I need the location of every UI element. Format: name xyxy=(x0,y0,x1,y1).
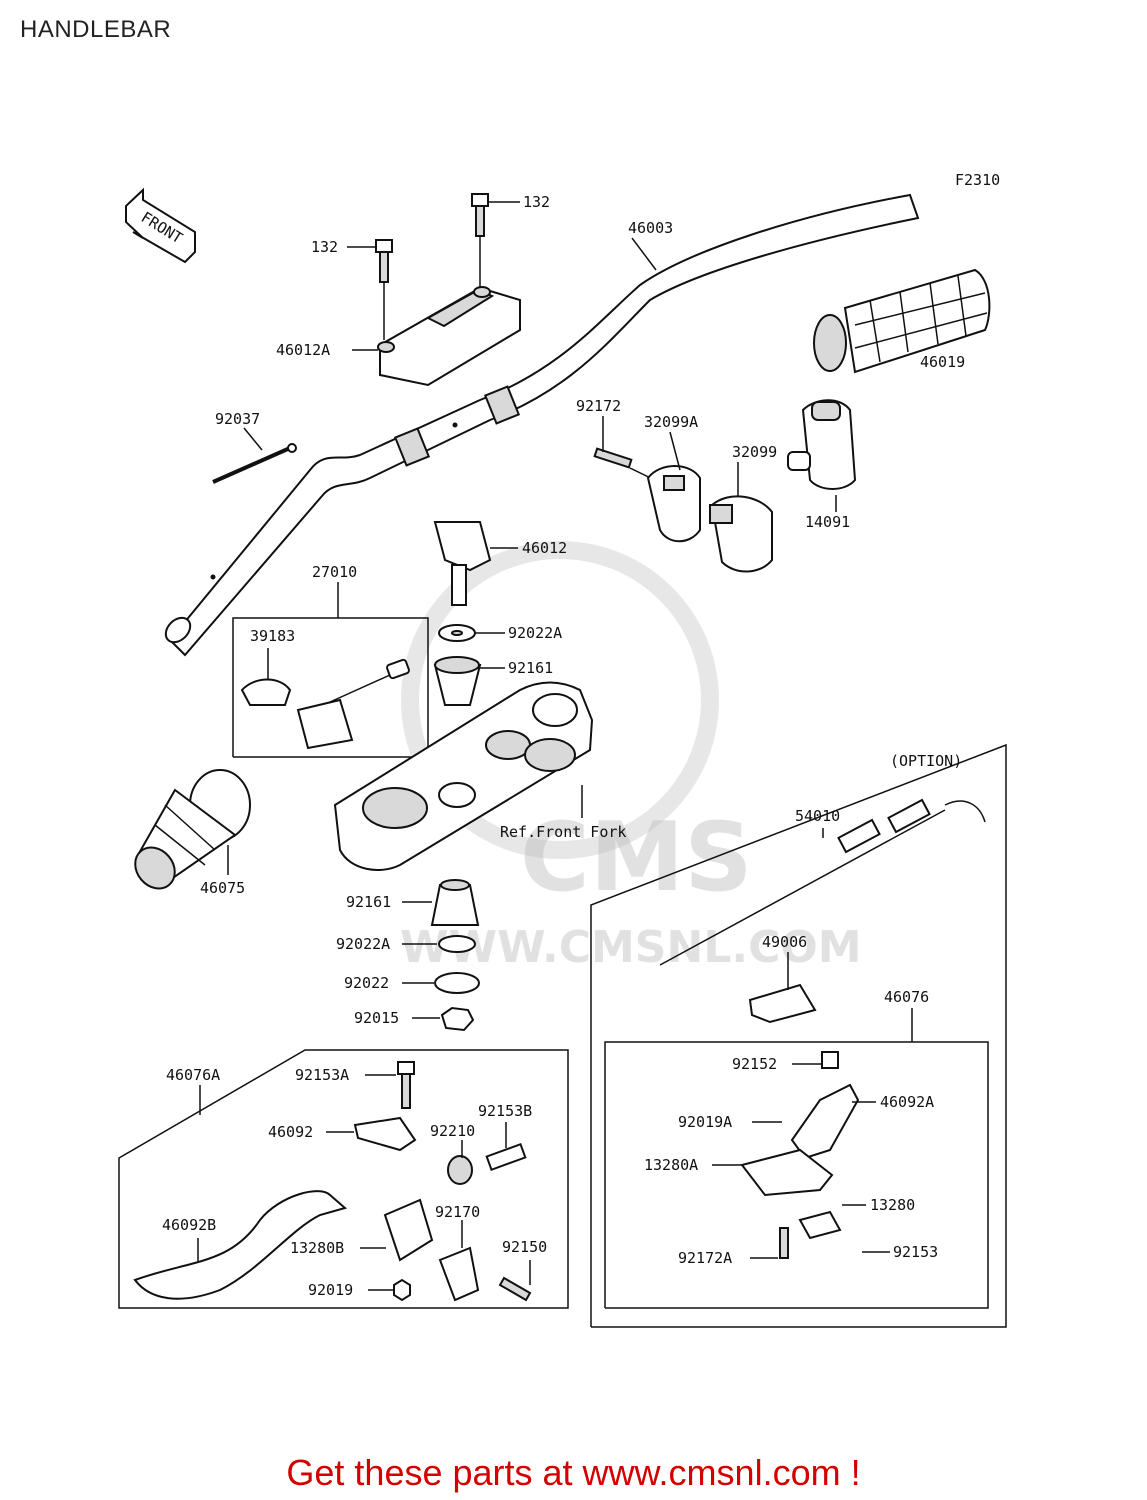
label-option: (OPTION) xyxy=(890,752,962,770)
watermark-logo-text: CMS xyxy=(520,803,753,913)
washer-92022A-top xyxy=(438,624,476,642)
label-32099A: 32099A xyxy=(644,413,698,431)
adjuster-49006 xyxy=(748,983,817,1024)
label-13280A: 13280A xyxy=(644,1156,698,1174)
holder-32099A xyxy=(646,465,701,543)
option-lever-frame xyxy=(604,1041,989,1309)
washer-92022 xyxy=(434,972,480,994)
label-46092B: 46092B xyxy=(162,1216,216,1234)
watermark-url: WWW.CMSNL.COM xyxy=(400,922,862,973)
clutch-lever-frame xyxy=(118,1049,569,1309)
lever-46092A xyxy=(790,1083,860,1160)
bolt-92150 xyxy=(498,1276,532,1302)
label-132-left: 132 xyxy=(311,238,338,256)
label-32099: 32099 xyxy=(732,443,777,461)
label-13280B: 13280B xyxy=(290,1239,344,1257)
clamp-upper-46012A xyxy=(377,286,521,387)
label-92170: 92170 xyxy=(435,1203,480,1221)
label-92172A: 92172A xyxy=(678,1249,732,1267)
grip-left xyxy=(134,769,251,890)
triple-clamp xyxy=(333,681,594,871)
watermark-logo: CMS WWW.CMSNL.COM xyxy=(400,541,862,973)
label-49006: 49006 xyxy=(762,933,807,951)
label-46019: 46019 xyxy=(920,353,965,371)
bush-92161-top xyxy=(433,656,482,706)
label-39183: 39183 xyxy=(250,627,295,645)
bolt-92153A xyxy=(397,1061,415,1109)
front-arrow-icon: FRONT xyxy=(125,187,196,264)
label-13280: 13280 xyxy=(870,1196,915,1214)
lever-46092 xyxy=(353,1116,417,1152)
label-92153: 92153 xyxy=(893,1243,938,1261)
bushing-92210 xyxy=(447,1155,473,1185)
clamp-92170 xyxy=(438,1246,480,1302)
label-46092A: 46092A xyxy=(880,1093,934,1111)
label-92022: 92022 xyxy=(344,974,389,992)
bolt-92153B xyxy=(485,1142,527,1172)
label-92161-top: 92161 xyxy=(508,659,553,677)
label-27010: 27010 xyxy=(312,563,357,581)
holder-lower-46012 xyxy=(433,521,492,606)
switch-assembly-frame xyxy=(232,582,429,758)
label-14091: 14091 xyxy=(805,513,850,531)
page-title: HANDLEBAR xyxy=(20,16,172,43)
label-92172: 92172 xyxy=(576,397,621,415)
label-46075: 46075 xyxy=(200,879,245,897)
label-92150: 92150 xyxy=(502,1238,547,1256)
grip-right xyxy=(813,268,991,374)
label-46076A: 46076A xyxy=(166,1066,220,1084)
bolt-92172A xyxy=(779,1227,789,1259)
holder-13280A xyxy=(740,1148,834,1197)
holder-32099 xyxy=(709,495,773,573)
figure-code: F2310 xyxy=(955,171,1000,189)
label-92037: 92037 xyxy=(215,410,260,428)
throttle-housing xyxy=(787,399,857,490)
cable-54010 xyxy=(659,798,986,966)
nut-92015 xyxy=(440,1006,475,1032)
label-92161-bottom: 92161 xyxy=(346,893,391,911)
label-ref-front-fork: Ref.Front Fork xyxy=(500,823,626,841)
label-46092: 46092 xyxy=(268,1123,313,1141)
bolt-132-right xyxy=(471,193,489,292)
footer-link[interactable]: Get these parts at www.cmsnl.com ! xyxy=(286,1452,861,1493)
label-46012: 46012 xyxy=(522,539,567,557)
handlebar-tube xyxy=(164,193,920,657)
label-92022A-bottom: 92022A xyxy=(336,935,390,953)
label-46003: 46003 xyxy=(628,219,673,237)
bush-92161-bottom xyxy=(430,879,480,926)
label-54010: 54010 xyxy=(795,807,840,825)
label-92152: 92152 xyxy=(732,1055,777,1073)
clamp-13280 xyxy=(798,1210,842,1240)
holder-13280B xyxy=(383,1198,434,1262)
label-92022A-top: 92022A xyxy=(508,624,562,642)
leader-lines xyxy=(197,201,913,1291)
label-92019A: 92019A xyxy=(678,1113,732,1131)
label-132-right: 132 xyxy=(523,193,550,211)
label-92015: 92015 xyxy=(354,1009,399,1027)
option-frame xyxy=(590,743,1007,1328)
pivot-92152 xyxy=(821,1051,839,1069)
pin-92037 xyxy=(212,443,297,484)
nut-92019 xyxy=(393,1278,411,1302)
label-46012A: 46012A xyxy=(276,341,330,359)
label-92210: 92210 xyxy=(430,1122,475,1140)
label-46076: 46076 xyxy=(884,988,929,1006)
label-92153B: 92153B xyxy=(478,1102,532,1120)
washer-92022A-bottom xyxy=(438,935,476,953)
bolt-132-left xyxy=(375,239,393,340)
label-92153A: 92153A xyxy=(295,1066,349,1084)
lever-46092B xyxy=(133,1190,348,1300)
label-92019: 92019 xyxy=(308,1281,353,1299)
